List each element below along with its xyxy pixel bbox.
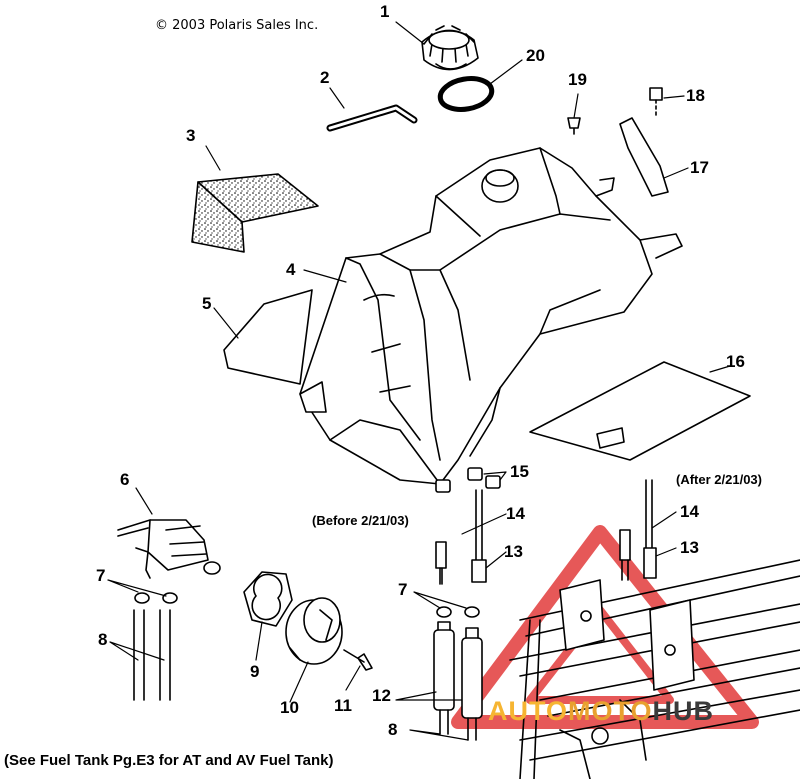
inline-filters — [433, 621, 483, 741]
callout-11: 11 — [334, 696, 352, 715]
callout-3: 3 — [186, 126, 196, 145]
pump-screw — [343, 649, 373, 671]
grommets — [435, 467, 501, 493]
callout-17: 17 — [690, 158, 709, 177]
callout-16: 16 — [726, 352, 745, 371]
copyright-text: © 2003 Polaris Sales Inc. — [155, 18, 319, 33]
fuel-filter — [117, 519, 221, 579]
tank-pad — [529, 361, 751, 461]
fuel-hoses-left — [133, 609, 171, 701]
frame — [509, 559, 800, 779]
callout-14-after: 14 — [680, 502, 699, 521]
mount-screw — [567, 117, 581, 135]
callout-1: 1 — [380, 2, 390, 21]
callout-12: 12 — [372, 686, 391, 705]
callout-13-after: 13 — [680, 538, 699, 557]
watermark-text: AUTOMOTOHUB — [488, 696, 714, 727]
watermark-triangle — [451, 525, 759, 729]
callout-8-left: 8 — [98, 630, 108, 649]
note-before-date: (Before 2/21/03) — [312, 513, 409, 528]
callout-6: 6 — [120, 470, 130, 489]
callout-5: 5 — [202, 294, 212, 313]
leader-lines — [107, 21, 731, 741]
fittings-before — [435, 489, 487, 585]
fittings-after — [619, 479, 657, 581]
callout-8-right: 8 — [388, 720, 398, 739]
footer-note: (See Fuel Tank Pg.E3 for AT and AV Fuel … — [4, 752, 334, 769]
callout-14-before: 14 — [506, 504, 525, 523]
callout-13-before: 13 — [504, 542, 523, 561]
callout-20: 20 — [526, 46, 545, 65]
hose-clamps-right — [436, 606, 480, 618]
callout-7-right: 7 — [398, 580, 408, 599]
callout-19: 19 — [568, 70, 587, 89]
watermark-moto: MOTO — [568, 696, 653, 726]
callout-15: 15 — [510, 462, 529, 481]
watermark-auto: AUTO — [488, 696, 569, 726]
callout-10: 10 — [280, 698, 299, 717]
note-after-date: (After 2/21/03) — [676, 472, 762, 487]
callout-4: 4 — [286, 260, 296, 279]
tank-bracket — [619, 117, 669, 197]
callout-9: 9 — [250, 662, 260, 681]
heat-shield-pad — [191, 173, 319, 253]
watermark-hub: HUB — [652, 696, 715, 726]
callout-18: 18 — [686, 86, 705, 105]
hose-clamps-left — [134, 592, 178, 604]
pump-body — [285, 597, 343, 665]
pump-gasket — [243, 571, 293, 627]
callout-7-left: 7 — [96, 566, 106, 585]
fuel-cap — [421, 25, 479, 71]
o-ring — [437, 76, 495, 112]
tank-plate — [223, 289, 313, 385]
callout-2: 2 — [320, 68, 330, 87]
bracket-bolt — [649, 87, 663, 119]
